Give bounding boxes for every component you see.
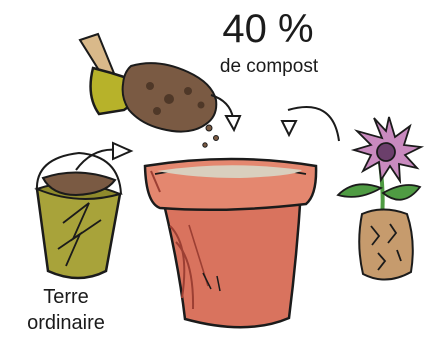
flower-icon bbox=[336, 116, 425, 281]
terre-label-line-1: Terre bbox=[43, 286, 89, 308]
arrow-icon-bucket-to-pot bbox=[75, 141, 134, 171]
compost-percentage-label: 40 % bbox=[222, 7, 314, 51]
compost-caption-label: de compost bbox=[219, 56, 319, 77]
terre-label-line-2: ordinaire bbox=[27, 312, 105, 334]
arrow-icon-flower-to-pot bbox=[280, 106, 340, 142]
arrow-icon-compost-to-pot bbox=[210, 94, 242, 133]
bucket-icon bbox=[34, 151, 124, 280]
terracotta-pot-icon bbox=[143, 157, 318, 329]
shovel-icon bbox=[78, 32, 219, 148]
